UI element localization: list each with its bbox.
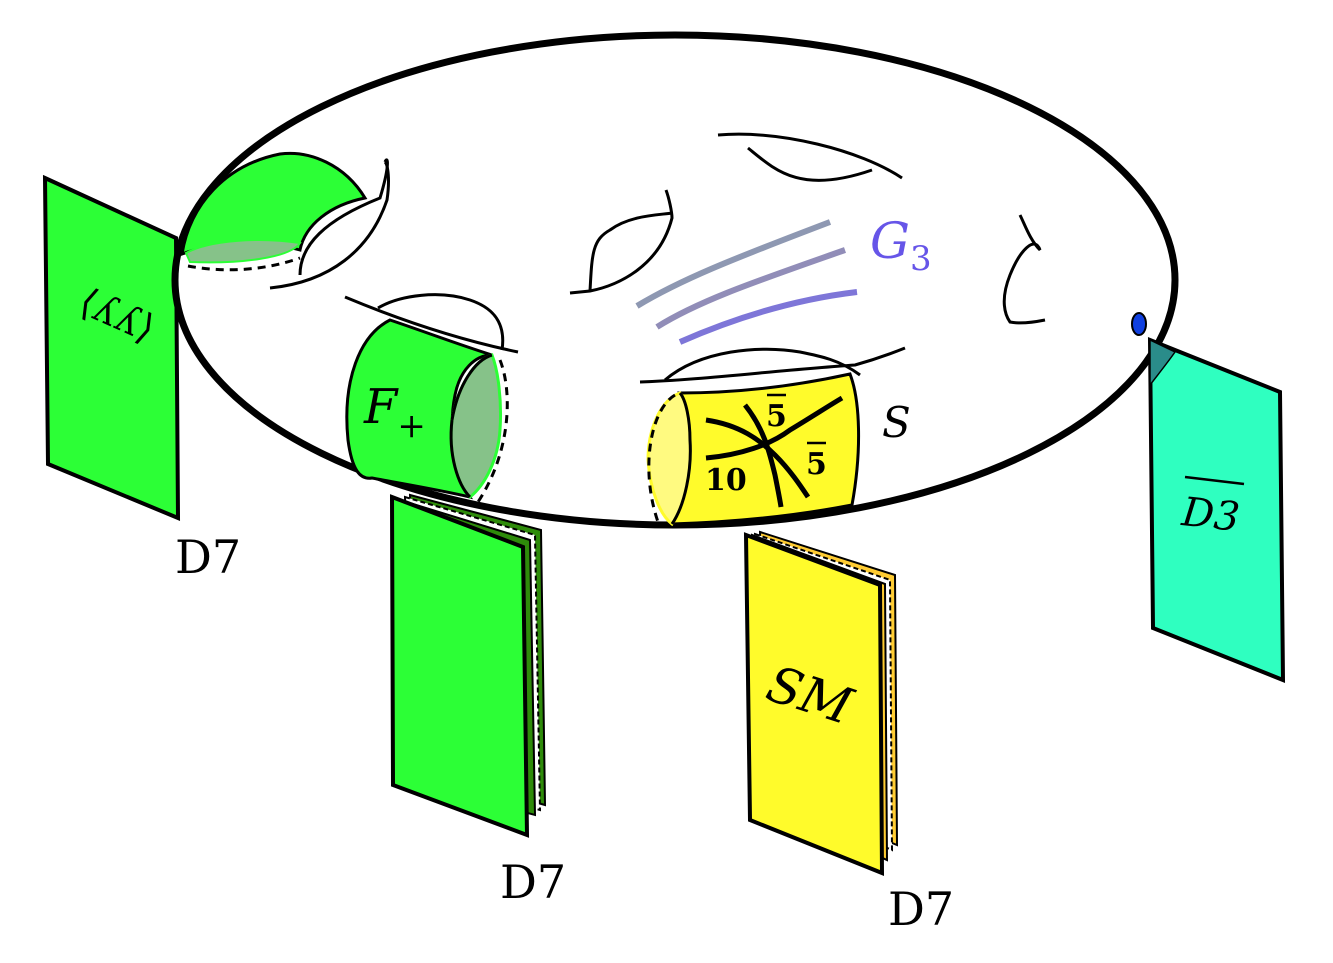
d7-label-middle: D7 <box>500 855 566 909</box>
anti-d3-label: D3 <box>1179 489 1242 541</box>
green-handle-top-left <box>180 151 390 290</box>
rep-5bar-right-label: 5 <box>806 447 827 482</box>
d3-location-point <box>1131 312 1147 336</box>
anti-d3-brane: D3 <box>1131 312 1286 683</box>
g3-flux-lines <box>635 219 858 345</box>
d7-label-left: D7 <box>175 530 241 584</box>
d7-label-right: D7 <box>888 882 954 936</box>
d7-brane-left: ⟨λλ⟩ <box>42 174 181 522</box>
rep-10-label: 10 <box>705 463 747 498</box>
f-plus-cycle: F+ <box>345 318 509 503</box>
d7-stack-green <box>389 493 547 838</box>
g3-flux-label: G3 <box>870 212 932 279</box>
s-cycle: 10 5 5 <box>646 372 861 527</box>
d7-stack-yellow: SM <box>743 530 899 876</box>
surface-holes <box>344 132 1046 384</box>
matter-curves <box>705 395 844 508</box>
s-cycle-label: S <box>882 398 911 447</box>
f-plus-label: F+ <box>363 379 426 446</box>
rep-5bar-top-label: 5 <box>766 399 787 434</box>
